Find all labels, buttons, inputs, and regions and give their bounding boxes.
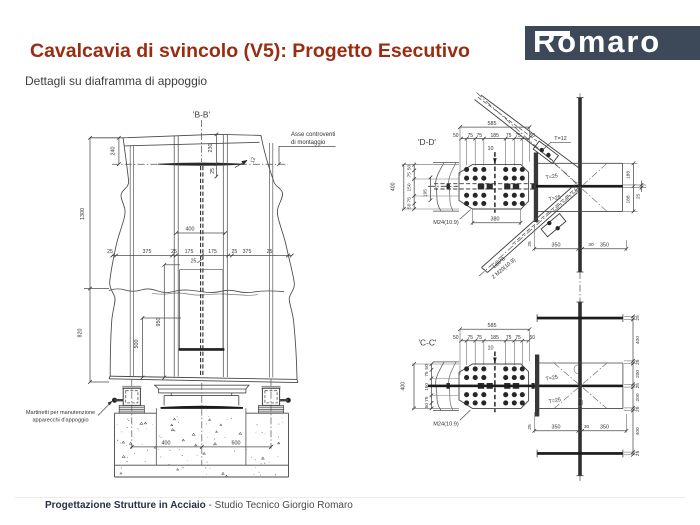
svg-text:T=25: T=25: [548, 397, 561, 405]
svg-text:185: 185: [491, 335, 500, 341]
svg-text:380: 380: [491, 216, 500, 222]
svg-text:585: 585: [488, 323, 497, 329]
svg-text:350: 350: [600, 242, 609, 248]
svg-text:240: 240: [111, 147, 117, 156]
svg-text:T=12: T=12: [554, 136, 566, 142]
svg-text:30: 30: [588, 242, 594, 248]
svg-text:25: 25: [635, 359, 641, 365]
svg-text:400: 400: [390, 182, 396, 191]
svg-text:75: 75: [424, 396, 430, 402]
svg-text:50: 50: [407, 203, 413, 209]
svg-text:Asse controventi: Asse controventi: [291, 132, 335, 138]
svg-text:25: 25: [636, 194, 642, 200]
svg-text:apparecchi d'appoggio: apparecchi d'appoggio: [32, 418, 88, 424]
svg-text:25: 25: [107, 249, 113, 255]
svg-text:50: 50: [453, 133, 459, 139]
svg-text:950: 950: [156, 318, 162, 327]
svg-text:75: 75: [477, 335, 483, 341]
svg-text:Martinetti per manutenzione: Martinetti per manutenzione: [26, 410, 95, 416]
svg-text:585: 585: [488, 121, 497, 127]
svg-text:185: 185: [491, 133, 500, 139]
svg-text:25: 25: [171, 249, 177, 255]
svg-text:25: 25: [635, 406, 641, 412]
svg-text:10: 10: [488, 146, 494, 152]
svg-text:M24(10.9): M24(10.9): [433, 220, 459, 226]
svg-text:25: 25: [635, 383, 641, 389]
svg-text:50: 50: [424, 364, 430, 370]
svg-text:25: 25: [527, 241, 533, 247]
svg-text:25: 25: [191, 259, 197, 265]
svg-text:50: 50: [530, 335, 536, 341]
svg-text:400: 400: [401, 382, 407, 391]
svg-text:30: 30: [584, 424, 590, 430]
svg-text:230: 230: [208, 144, 214, 153]
svg-text:188: 188: [625, 171, 631, 179]
svg-text:75: 75: [407, 197, 413, 203]
svg-text:600: 600: [232, 441, 241, 447]
svg-text:50: 50: [530, 133, 536, 139]
svg-text:25: 25: [635, 450, 641, 456]
svg-text:1300: 1300: [80, 208, 86, 220]
svg-text:75: 75: [424, 371, 430, 377]
svg-text:188: 188: [625, 195, 631, 203]
svg-text:500: 500: [134, 340, 140, 349]
svg-text:12: 12: [250, 157, 257, 164]
svg-text:375: 375: [143, 249, 152, 255]
svg-text:T=25: T=25: [548, 195, 561, 203]
svg-text:'B-B': 'B-B': [193, 110, 211, 120]
svg-text:di montaggio: di montaggio: [291, 140, 326, 146]
svg-text:50: 50: [424, 403, 430, 409]
svg-text:'D-D': 'D-D': [418, 137, 436, 147]
svg-text:25: 25: [232, 249, 238, 255]
svg-text:T=25: T=25: [545, 374, 558, 382]
svg-text:350: 350: [600, 424, 609, 430]
svg-text:350: 350: [552, 424, 561, 430]
svg-text:350: 350: [552, 242, 561, 248]
svg-text:'C-C': 'C-C': [418, 338, 436, 348]
svg-text:75: 75: [468, 335, 474, 341]
svg-text:50: 50: [453, 335, 459, 341]
svg-text:200: 200: [635, 370, 641, 378]
svg-text:195: 195: [423, 189, 429, 197]
svg-text:75: 75: [506, 133, 512, 139]
svg-text:175: 175: [208, 249, 217, 255]
svg-text:820: 820: [78, 329, 84, 338]
svg-text:400: 400: [635, 336, 641, 344]
svg-text:75: 75: [515, 335, 521, 341]
svg-text:25: 25: [527, 424, 533, 430]
svg-text:200: 200: [635, 393, 641, 401]
svg-text:75: 75: [477, 133, 483, 139]
svg-text:400: 400: [162, 441, 171, 447]
svg-text:75: 75: [506, 335, 512, 341]
svg-text:400: 400: [186, 227, 195, 233]
svg-text:50: 50: [407, 165, 413, 171]
svg-text:M24(10.9): M24(10.9): [433, 421, 459, 427]
svg-text:25: 25: [210, 168, 216, 174]
svg-text:400: 400: [635, 427, 641, 435]
svg-text:25: 25: [635, 315, 641, 321]
svg-text:75: 75: [515, 133, 521, 139]
svg-text:T=25: T=25: [545, 173, 558, 181]
svg-text:75: 75: [468, 133, 474, 139]
svg-text:75: 75: [407, 172, 413, 178]
svg-text:150: 150: [424, 383, 430, 391]
svg-text:10: 10: [488, 346, 494, 352]
svg-text:175: 175: [185, 249, 194, 255]
svg-text:25: 25: [267, 249, 273, 255]
svg-text:375: 375: [243, 249, 252, 255]
svg-text:150: 150: [407, 183, 413, 191]
